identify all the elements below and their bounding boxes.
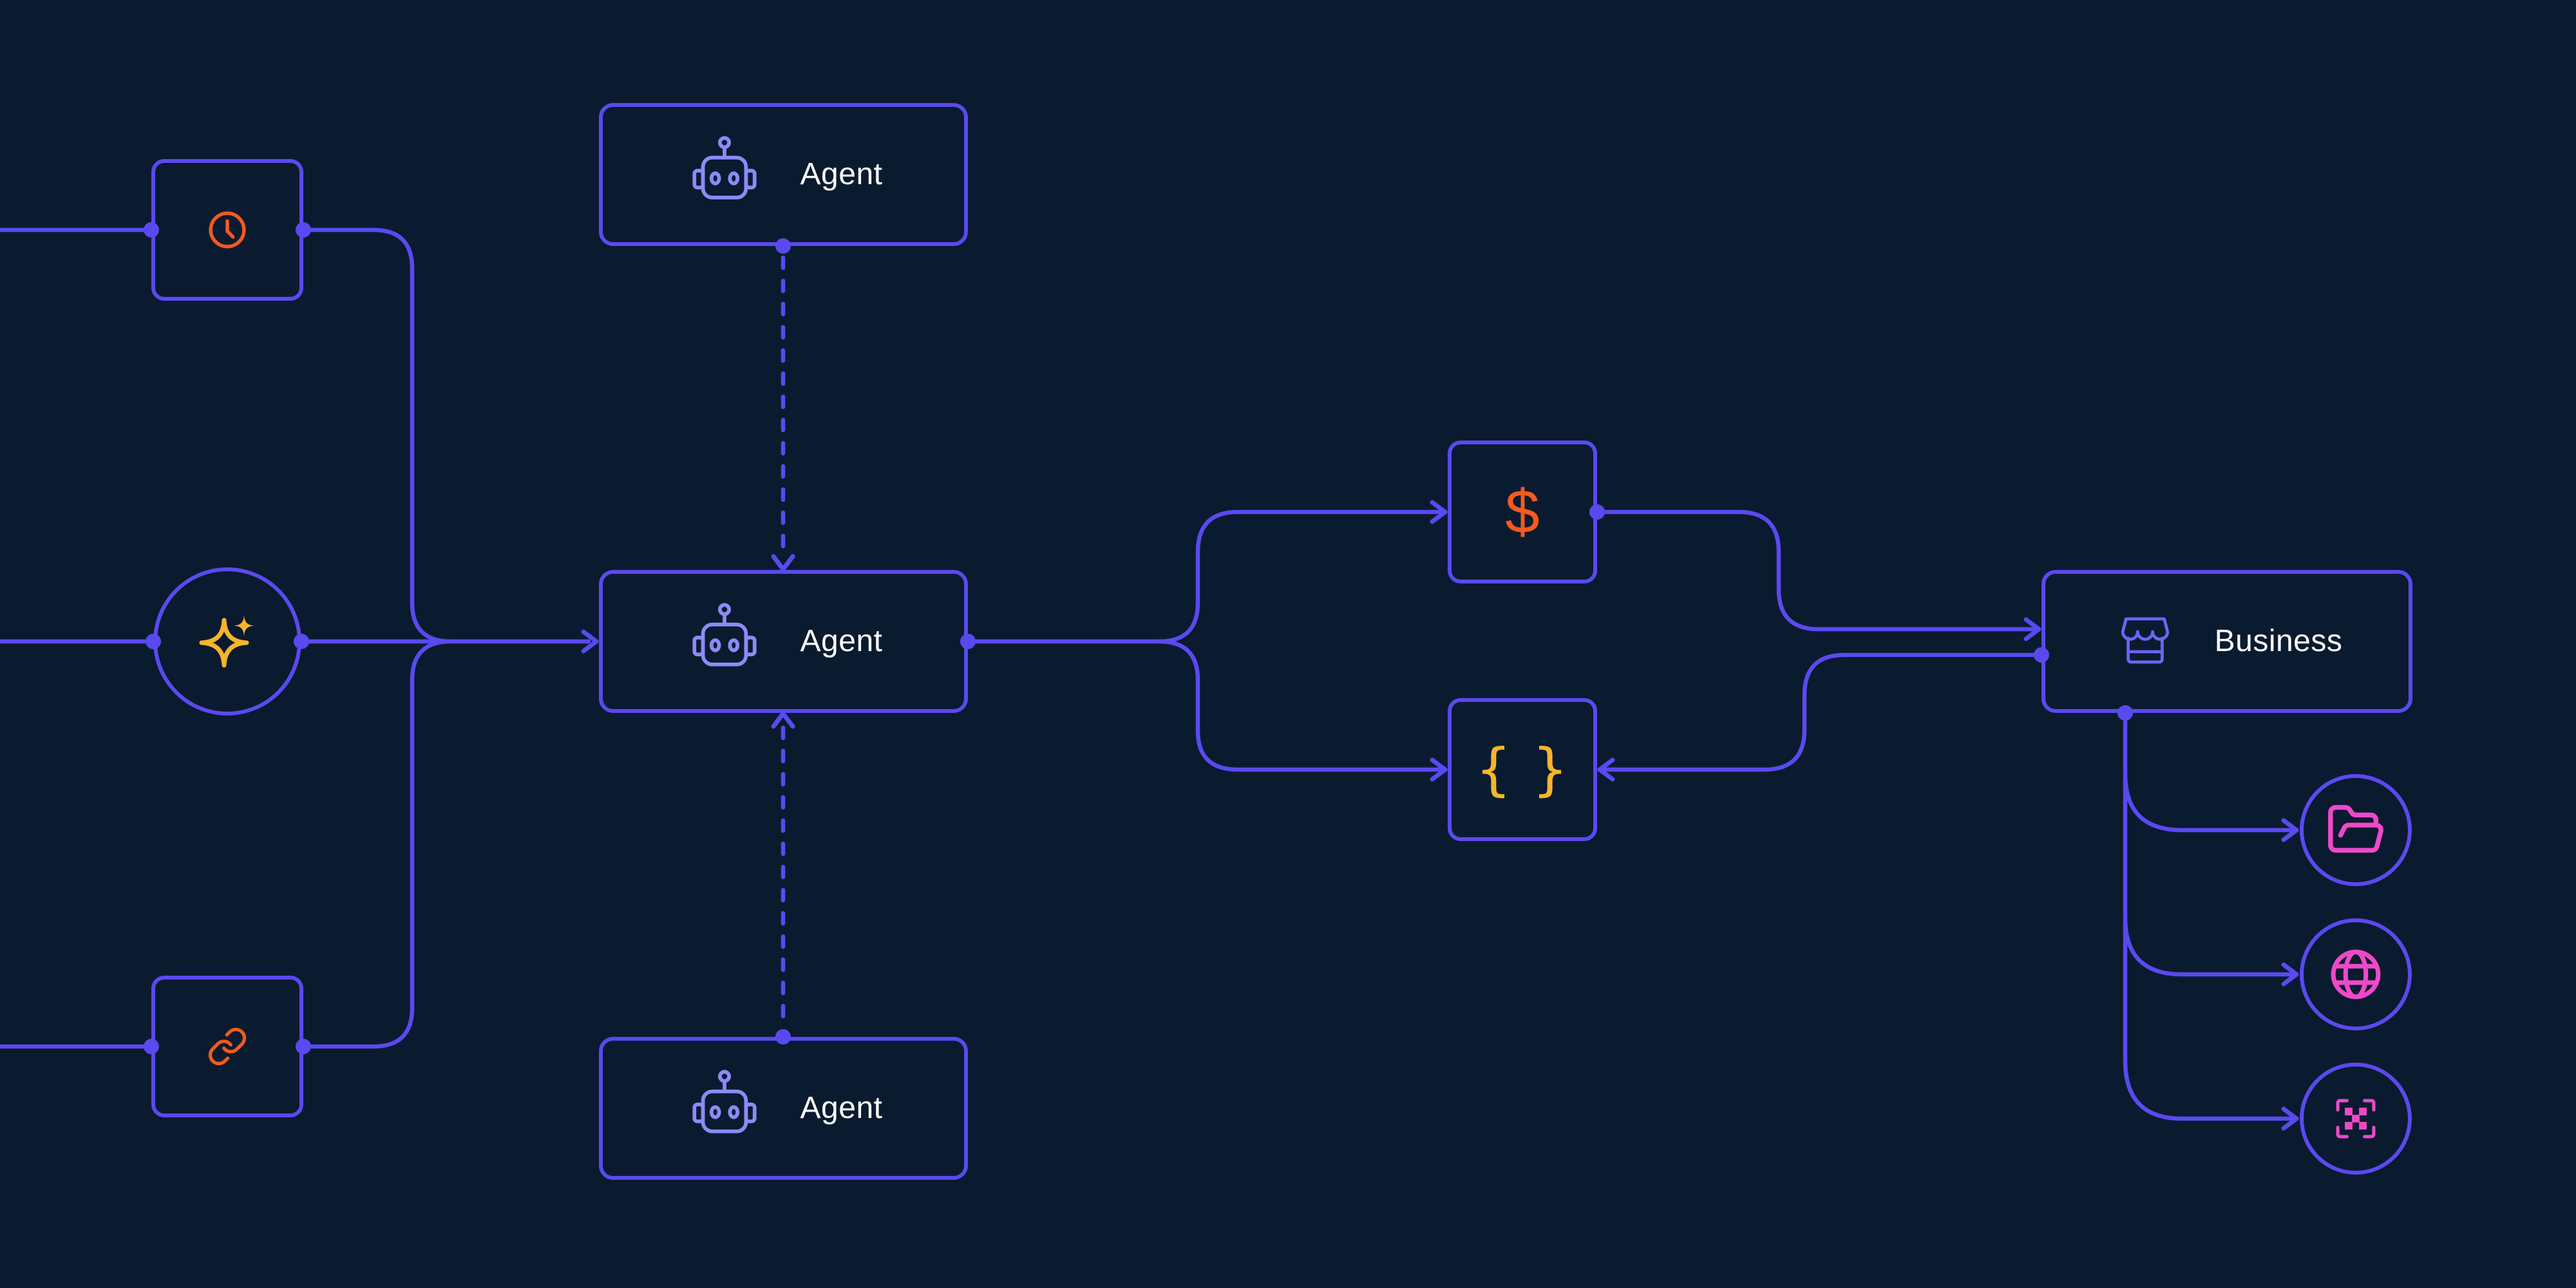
node-agent-center: Agent [599, 570, 968, 713]
agent-center-label: Agent [800, 624, 883, 658]
agent-top-label: Agent [800, 157, 883, 191]
node-link-trigger [151, 976, 303, 1117]
node-braces-tool: { } [1448, 698, 1597, 841]
edge-agent-to-braces [1157, 639, 1444, 772]
curly-braces-icon: { } [1475, 736, 1569, 802]
qr-scan-icon [2336, 1099, 2376, 1139]
dollar-sign-icon: $ [1505, 477, 1540, 546]
edge-business-to-qr [2123, 1058, 2294, 1121]
arrow-into-agent-bottom-edge [771, 711, 795, 729]
link-icon [208, 1027, 247, 1066]
arrow-into-qr [2281, 1106, 2299, 1131]
arrow-into-agent [581, 629, 599, 654]
arrow-into-folder [2281, 818, 2299, 842]
node-dollar-tool: $ [1448, 440, 1597, 583]
node-clock-trigger [151, 159, 303, 301]
edge-clock-to-agent [303, 227, 453, 644]
node-sparkle-trigger [153, 567, 301, 715]
arrow-into-globe [2281, 962, 2299, 987]
node-folder-destination [2300, 774, 2412, 886]
globe-icon [2331, 949, 2381, 999]
arrow-into-braces-right [1597, 757, 1615, 782]
sparkle-icon [199, 615, 254, 668]
edge-business-to-braces [1602, 652, 2040, 772]
edge-business-to-globe [2123, 915, 2294, 977]
node-agent-top: Agent [599, 103, 968, 246]
edge-agent-to-dollar [973, 509, 1444, 644]
arrow-into-business [2023, 617, 2041, 641]
clock-icon [209, 211, 246, 249]
arrow-into-agent-top-edge [771, 554, 795, 572]
edge-dollar-to-business [1598, 509, 2038, 632]
node-business: Business [2041, 570, 2412, 713]
agent-bottom-label: Agent [800, 1091, 883, 1125]
robot-icon [692, 1070, 757, 1133]
node-qr-destination [2300, 1063, 2412, 1175]
folder-open-icon [2328, 805, 2383, 853]
arrow-into-dollar [1430, 500, 1448, 524]
node-agent-bottom: Agent [599, 1037, 968, 1180]
robot-icon [692, 136, 757, 200]
storefront-icon [2121, 617, 2169, 664]
node-globe-destination [2300, 918, 2412, 1030]
edge-business-to-folder [2123, 771, 2294, 833]
robot-icon [692, 603, 757, 667]
business-label: Business [2214, 624, 2343, 658]
arrow-into-braces-left [1430, 757, 1448, 782]
edge-link-to-agent [303, 639, 453, 1049]
